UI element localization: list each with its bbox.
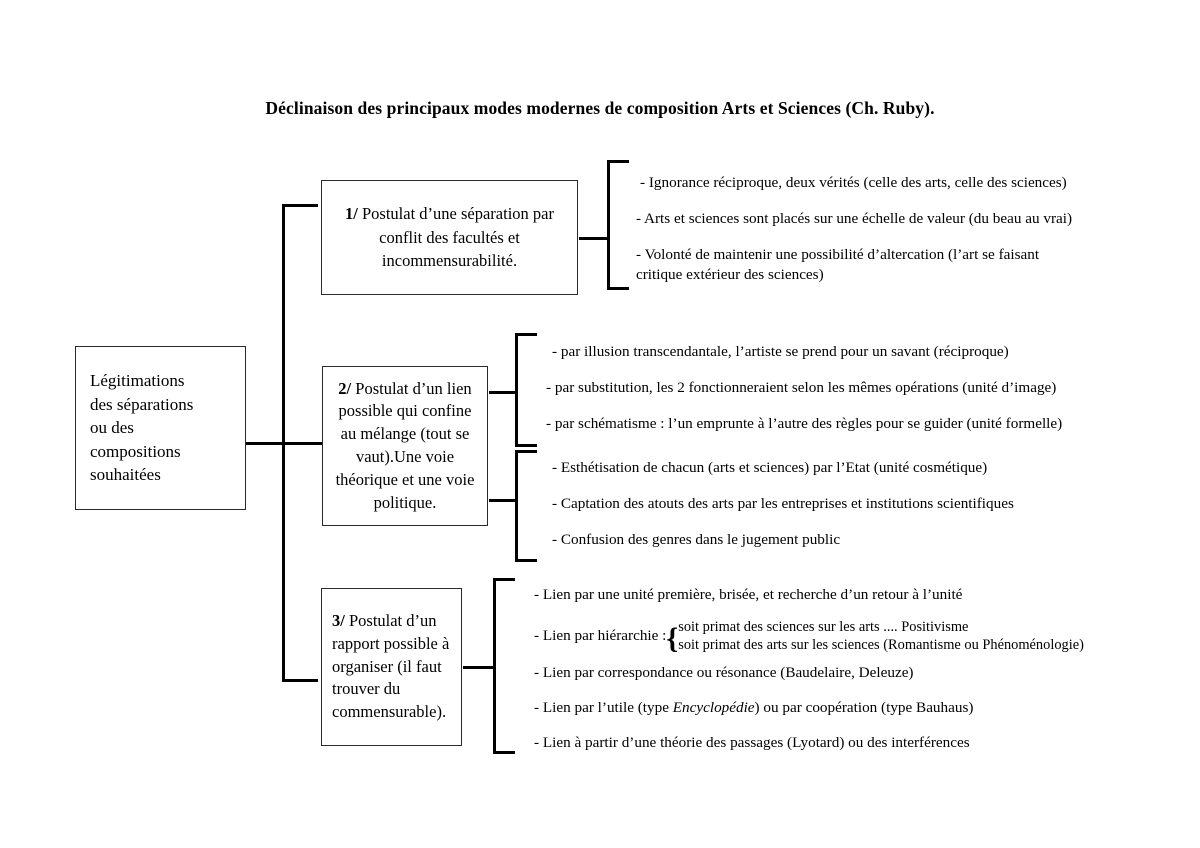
- node-legitimations-box: Légitimations des séparations ou des com…: [75, 346, 246, 510]
- node-postulat-2-text: 2/ Postulat d’un lien possible qui confi…: [323, 378, 487, 515]
- connector-p2-upper-bracket: [515, 333, 537, 447]
- list-item: - par illusion transcendantale, l’artist…: [552, 343, 1009, 360]
- list-item: - Confusion des genres dans le jugement …: [552, 531, 841, 548]
- postulat-1-label: Postulat d’une séparation par conflit de…: [357, 204, 554, 271]
- connector-p2-lower-bracket: [515, 450, 537, 562]
- postulat-2-number: 2/: [338, 378, 352, 398]
- connector-p1-bracket: [607, 160, 629, 290]
- root-line-4: compositions: [90, 441, 181, 461]
- root-line-2: des séparations: [90, 394, 194, 414]
- group-3-items: - Esthétisation de chacun (arts et scien…: [546, 450, 1066, 564]
- postulat-2-label: Postulat d’un lien possible qui confine …: [335, 378, 475, 512]
- list-item: - Esthétisation de chacun (arts et scien…: [552, 459, 988, 476]
- group-2-items: - par illusion transcendantale, l’artist…: [546, 333, 1106, 449]
- list-item: - par schématisme : l’un emprunte à l’au…: [546, 415, 1063, 432]
- list-item: - Lien par l’utile (type Encyclopédie) o…: [534, 698, 973, 718]
- postulat-3-number: 3/: [332, 611, 345, 631]
- list-item: - Volonté de maintenir une possibilité d…: [636, 246, 1040, 283]
- node-legitimations-text: Légitimations des séparations ou des com…: [76, 369, 245, 486]
- hierarchie-sub-2: soit primat des arts sur les sciences (R…: [678, 637, 1084, 654]
- node-postulat-1-text: 1/ Postulat d’une séparation par conflit…: [322, 202, 577, 272]
- node-postulat-2-box: 2/ Postulat d’un lien possible qui confi…: [322, 366, 488, 526]
- postulat-1-number: 1/: [345, 204, 358, 224]
- list-item: - Arts et sciences sont placés sur une é…: [636, 210, 1073, 227]
- hierarchie-sub-1: soit primat des sciences sur les arts ..…: [678, 619, 969, 635]
- group-4-items: - Lien par une unité première, brisée, e…: [524, 578, 1124, 756]
- root-line-5: souhaitées: [90, 465, 161, 485]
- node-postulat-1-box: 1/ Postulat d’une séparation par conflit…: [321, 180, 578, 295]
- connector-p3-bracket: [493, 578, 515, 754]
- postulat-3-label: Postulat d’un rapport possible à organis…: [332, 611, 450, 722]
- connector-p2-lower-stub: [489, 499, 517, 502]
- utile-pre: - Lien par l’utile (type: [534, 699, 673, 716]
- group-1-items: - Ignorance réciproque, deux vérités (ce…: [636, 160, 1156, 292]
- list-item: - Lien à partir d’une théorie des passag…: [534, 734, 970, 751]
- connector-p2-upper-stub: [489, 391, 517, 394]
- page-title: Déclinaison des principaux modes moderne…: [265, 98, 935, 118]
- list-item-hierarchie: - Lien par hiérarchie : { soit primat de…: [534, 618, 1084, 656]
- root-line-1: Légitimations: [90, 371, 185, 391]
- hierarchie-label: - Lien par hiérarchie :: [534, 627, 667, 645]
- utile-post: ) ou par coopération (type Bauhaus): [754, 699, 974, 716]
- utile-italic: Encyclopédie: [672, 699, 755, 716]
- list-item: - Lien par une unité première, brisée, e…: [534, 586, 963, 603]
- connector-p3-stub: [463, 666, 495, 669]
- root-line-3: ou des: [90, 418, 134, 438]
- list-item: - Captation des atouts des arts par les …: [552, 495, 1014, 512]
- connector-root-stub: [246, 442, 286, 445]
- hierarchie-sublist: soit primat des sciences sur les arts ..…: [678, 618, 1084, 654]
- connector-p1-stub: [579, 237, 609, 240]
- connector-root-middle-arm: [282, 442, 322, 445]
- list-item: - Ignorance réciproque, deux vérités (ce…: [640, 174, 1067, 191]
- node-postulat-3-text: 3/ Postulat d’un rapport possible à orga…: [322, 610, 461, 724]
- node-postulat-3-box: 3/ Postulat d’un rapport possible à orga…: [321, 588, 462, 746]
- list-item: - par substitution, les 2 fonctionneraie…: [546, 379, 1057, 396]
- list-item: - Lien par correspondance ou résonance (…: [534, 664, 914, 681]
